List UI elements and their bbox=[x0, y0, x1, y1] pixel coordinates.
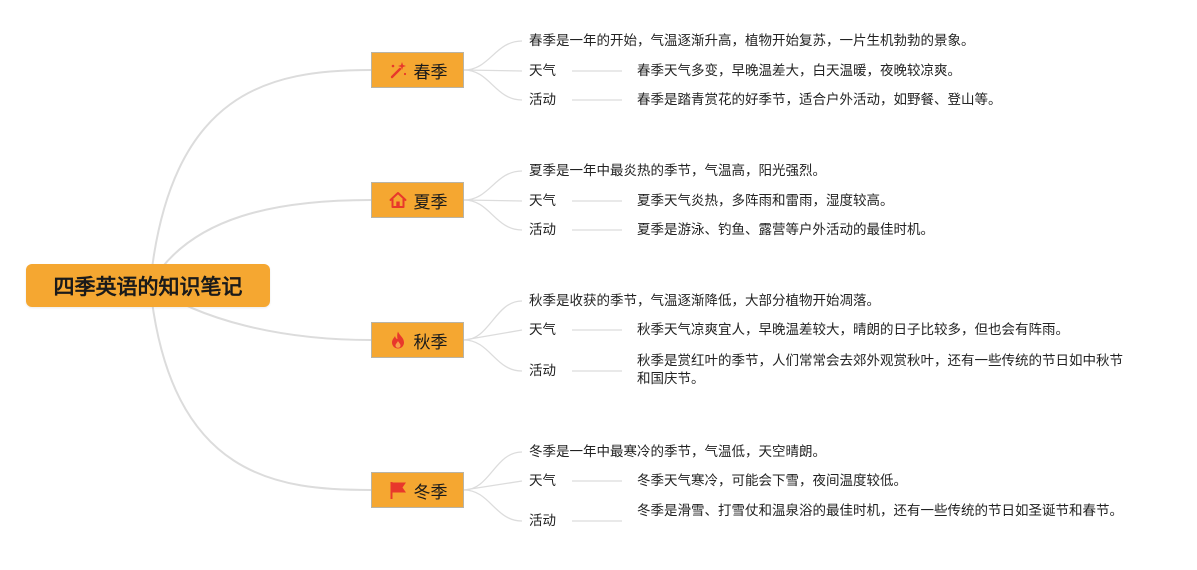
topic-label: 秋季 bbox=[413, 332, 448, 353]
winter-activity-text: 冬季是滑雪、打雪仗和温泉浴的最佳时机，还有一些传统的节日如圣诞节和春节。 bbox=[637, 503, 1123, 519]
autumn-activity-label: 活动 bbox=[529, 363, 556, 379]
house-icon bbox=[388, 190, 408, 210]
spring-weather-label: 天气 bbox=[529, 63, 556, 79]
spring-weather-text: 春季天气多变，早晚温差大，白天温暖，夜晚较凉爽。 bbox=[637, 63, 961, 79]
spring-summary: 春季是一年的开始，气温逐渐升高，植物开始复苏，一片生机勃勃的景象。 bbox=[529, 33, 975, 49]
summer-activity-text: 夏季是游泳、钓鱼、露营等户外活动的最佳时机。 bbox=[637, 222, 934, 238]
winter-summary: 冬季是一年中最寒冷的季节，气温低，天空晴朗。 bbox=[529, 444, 826, 460]
summer-weather-text: 夏季天气炎热，多阵雨和雷雨，湿度较高。 bbox=[637, 193, 894, 209]
winter-weather-label: 天气 bbox=[529, 473, 556, 489]
summer-weather-label: 天气 bbox=[529, 193, 556, 209]
topic-label: 冬季 bbox=[413, 482, 448, 503]
flag-icon bbox=[388, 480, 408, 500]
autumn-summary: 秋季是收获的季节，气温逐渐降低，大部分植物开始凋落。 bbox=[529, 293, 880, 309]
winter-weather-text: 冬季天气寒冷，可能会下雪，夜间温度较低。 bbox=[637, 473, 907, 489]
magic-wand-icon bbox=[388, 60, 408, 80]
root-title: 四季英语的知识笔记 bbox=[53, 274, 243, 299]
topic-label: 夏季 bbox=[413, 192, 448, 213]
flame-icon bbox=[388, 330, 408, 350]
autumn-activity-text: 秋季是赏红叶的季节，人们常常会去郊外观赏秋叶，还有一些传统的节日如中秋节和国庆节… bbox=[637, 353, 1123, 387]
summer-summary: 夏季是一年中最炎热的季节，气温高，阳光强烈。 bbox=[529, 163, 826, 179]
winter-activity-label: 活动 bbox=[529, 513, 556, 529]
spring-activity-label: 活动 bbox=[529, 92, 556, 108]
topic-summer[interactable]: 夏季 bbox=[371, 182, 464, 218]
spring-activity-text: 春季是踏青赏花的好季节，适合户外活动，如野餐、登山等。 bbox=[637, 92, 1002, 108]
topic-label: 春季 bbox=[413, 62, 448, 83]
root-topic[interactable]: 四季英语的知识笔记 bbox=[26, 264, 270, 307]
summer-activity-label: 活动 bbox=[529, 222, 556, 238]
autumn-weather-label: 天气 bbox=[529, 322, 556, 338]
topic-autumn[interactable]: 秋季 bbox=[371, 322, 464, 358]
topic-winter[interactable]: 冬季 bbox=[371, 472, 464, 508]
topic-spring[interactable]: 春季 bbox=[371, 52, 464, 88]
autumn-weather-text: 秋季天气凉爽宜人，早晚温差较大，晴朗的日子比较多，但也会有阵雨。 bbox=[637, 322, 1069, 338]
